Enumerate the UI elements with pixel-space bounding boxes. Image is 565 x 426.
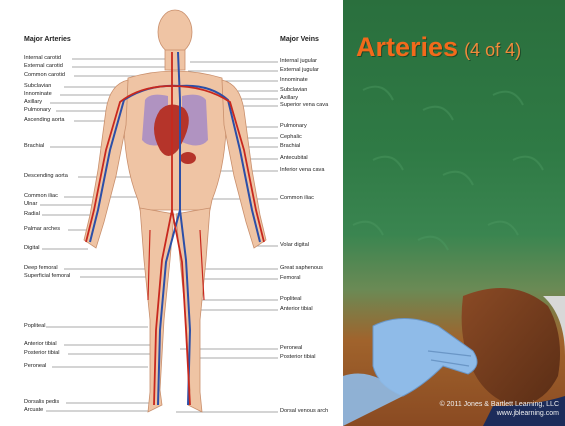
artery-label: Pulmonary	[24, 108, 51, 114]
copyright-url: www.jblearning.com	[440, 409, 559, 418]
artery-label: Internal carotid	[24, 56, 61, 62]
vein-label: Posterior tibial	[280, 355, 315, 361]
circulatory-diagram-panel: Major Arteries Major Veins	[0, 0, 343, 426]
vein-label: Subclavian	[280, 88, 307, 94]
vein-label: Inferior vena cava	[280, 168, 324, 174]
body-silhouette	[84, 10, 266, 412]
title-subtitle: (4 of 4)	[464, 40, 521, 60]
artery-label: Brachial	[24, 144, 44, 150]
artery-label: Popliteal	[24, 324, 45, 330]
artery-label: Ascending aorta	[24, 118, 64, 124]
artery-label: Anterior tibial	[24, 342, 57, 348]
vein-label: Femoral	[280, 276, 301, 282]
vein-label: Great saphenous	[280, 266, 323, 272]
artery-label: Superficial femoral	[24, 274, 70, 280]
artery-label: Subclavian	[24, 84, 51, 90]
title-panel: Arteries (4 of 4) © 2011 Jones & Bartlett…	[343, 0, 565, 426]
artery-label: Innominate	[24, 92, 52, 98]
vein-label: Innominate	[280, 78, 308, 84]
artery-label: Common iliac	[24, 194, 58, 200]
vein-label: Common iliac	[280, 196, 314, 202]
copyright-notice: © 2011 Jones & Bartlett Learning, LLC ww…	[440, 400, 559, 419]
artery-label: Palmar arches	[24, 227, 60, 233]
slide-title: Arteries (4 of 4)	[356, 32, 521, 63]
vein-label: Antecubital	[280, 156, 308, 162]
patient-face-illustration	[462, 288, 560, 406]
artery-label: Ulnar	[24, 202, 37, 208]
artery-label: Radial	[24, 212, 40, 218]
artery-label: Axillary	[24, 100, 42, 106]
vein-label: Peroneal	[280, 346, 302, 352]
kidney-illustration	[180, 152, 196, 164]
artery-label: Arcuate	[24, 408, 43, 414]
artery-label: Peroneal	[24, 364, 46, 370]
copyright-line: © 2011 Jones & Bartlett Learning, LLC	[440, 400, 559, 409]
vein-label: Cephalic	[280, 135, 302, 141]
vein-label: Anterior tibial	[280, 307, 313, 313]
artery-label: Digital	[24, 246, 40, 252]
artery-label: Descending aorta	[24, 174, 68, 180]
artery-label: External carotid	[24, 64, 63, 70]
title-text: Arteries	[356, 32, 458, 62]
artery-label: Deep femoral	[24, 266, 58, 272]
vein-label: Brachial	[280, 144, 300, 150]
vein-label: Volar digital	[280, 243, 309, 249]
vein-label: Popliteal	[280, 297, 301, 303]
vein-label: Pulmonary	[280, 124, 307, 130]
vein-label: Dorsal venous arch	[280, 409, 328, 415]
vein-label: Axillary	[280, 96, 298, 102]
vein-label: Superior vena cava	[280, 103, 328, 109]
vein-label: Internal jugular	[280, 59, 317, 65]
artery-label: Dorsalis pedis	[24, 400, 59, 406]
artery-label: Posterior tibial	[24, 351, 59, 357]
vein-label: External jugular	[280, 68, 319, 74]
artery-label: Common carotid	[24, 73, 65, 79]
